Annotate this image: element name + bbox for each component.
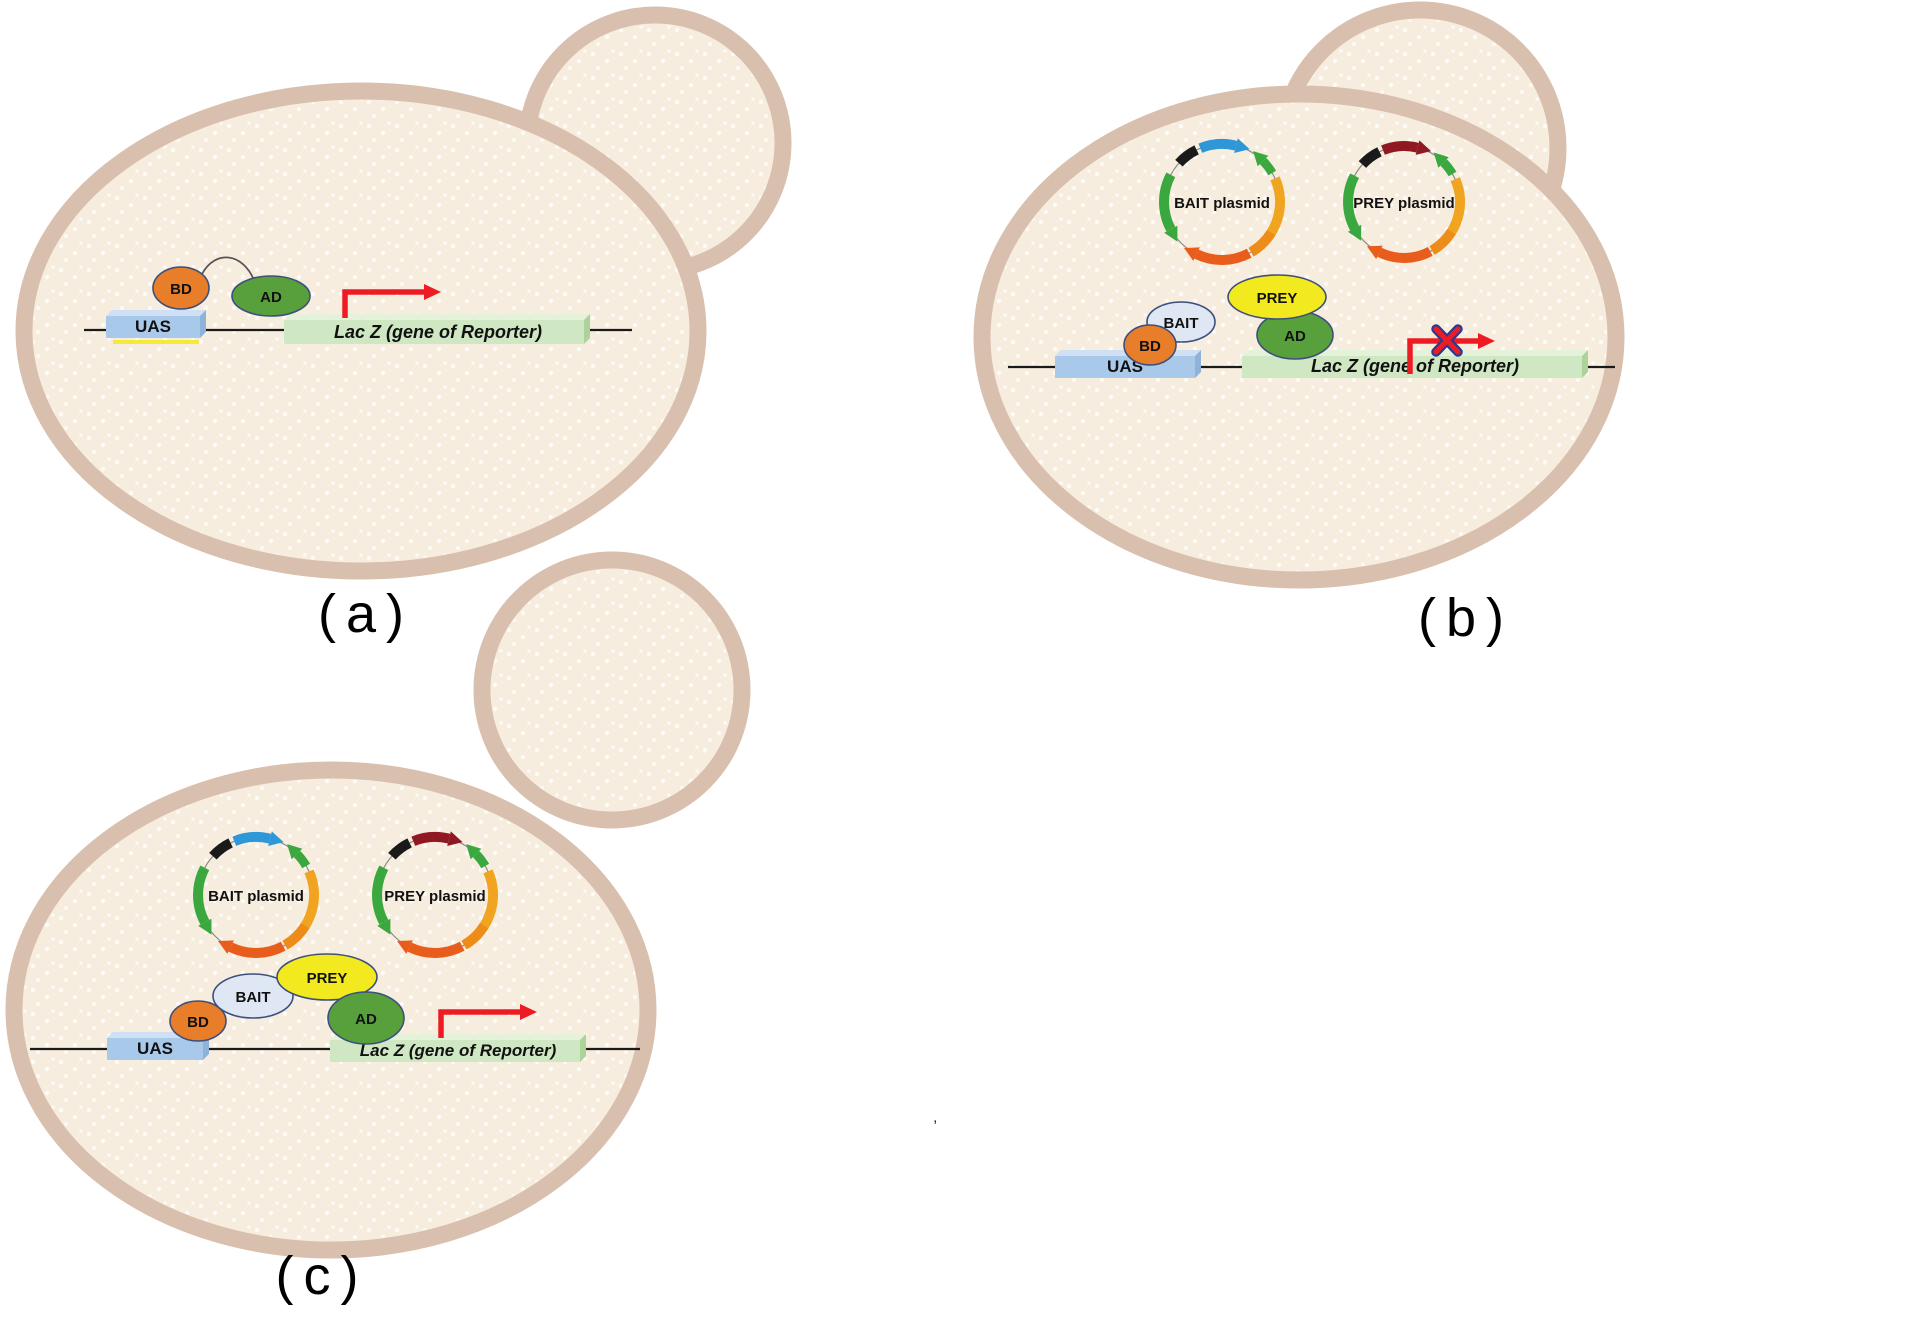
- uas-label: UAS: [137, 1039, 173, 1058]
- uas-underline: [113, 340, 199, 344]
- ad-domain: [327, 991, 405, 1045]
- bd-domain: [152, 266, 210, 310]
- prey-plasmid-label: PREY plasmid: [384, 888, 485, 905]
- uas-front-face: [106, 316, 200, 338]
- transcription-arrow: [438, 1004, 537, 1038]
- bait-plasmid: BAIT plasmid: [1159, 138, 1286, 265]
- transcription-arrow-blocked: [1407, 324, 1495, 374]
- lacz-side-face: [580, 1034, 586, 1062]
- ad-label: AD: [1284, 328, 1306, 345]
- lacz-top-face: [1242, 350, 1588, 356]
- bd-label: BD: [1139, 338, 1161, 355]
- lacz-label: Lac Z (gene of Reporter): [334, 322, 542, 342]
- lacz-side-face: [1582, 350, 1588, 378]
- x-mark: [1431, 324, 1463, 357]
- bait-plasmid: BAIT plasmid: [193, 831, 320, 958]
- lacz-box: Lac Z (gene of Reporter): [284, 314, 590, 344]
- prey-protein: [1227, 274, 1327, 320]
- bd-label: BD: [170, 281, 192, 298]
- transcription-arrow: [342, 284, 441, 318]
- lacz-side-face: [584, 314, 590, 344]
- panel-c: BAIT plasmid PREY plasmid UAS Lac Z (gen…: [5, 551, 751, 1306]
- prey-label: PREY: [1257, 290, 1298, 307]
- panel-b: BAIT plasmid PREY plasmid UAS Lac Z (gen…: [973, 1, 1625, 648]
- bd-label: BD: [187, 1014, 209, 1031]
- prey-plasmid: PREY plasmid: [372, 831, 499, 958]
- panel-c-letter: (c): [276, 1246, 369, 1306]
- panel-a-letter: (a): [318, 584, 414, 644]
- prey-label: PREY: [307, 970, 348, 987]
- uas-label: UAS: [135, 317, 171, 336]
- uas-side-face: [1195, 350, 1201, 378]
- lacz-front-face: [284, 320, 584, 344]
- uas-front-face: [107, 1038, 203, 1060]
- uas-label: UAS: [1107, 357, 1143, 376]
- bait-label: BAIT: [1164, 315, 1199, 332]
- uas-box: UAS: [106, 310, 206, 344]
- lacz-label: Lac Z (gene of Reporter): [360, 1041, 557, 1060]
- ad-domain: [231, 275, 311, 317]
- lacz-top-face: [284, 314, 590, 320]
- uas-top-face: [106, 310, 206, 316]
- stray-mark: ,: [933, 1109, 937, 1126]
- panel-a: UAS Lac Z (gene of Reporter) BD AD (a): [15, 6, 792, 644]
- ad-label: AD: [260, 289, 282, 306]
- cell-bud-dots: [491, 569, 733, 811]
- prey-protein: [276, 953, 378, 1001]
- arrowhead: [520, 1004, 537, 1020]
- bait-protein: [212, 973, 294, 1019]
- arrowhead: [1478, 333, 1495, 349]
- prey-plasmid-label: PREY plasmid: [1353, 195, 1454, 212]
- lacz-front-face: [330, 1040, 580, 1062]
- panel-b-letter: (b): [1418, 588, 1514, 648]
- bait-label: BAIT: [236, 989, 271, 1006]
- arrowhead: [424, 284, 441, 300]
- ad-label: AD: [355, 1011, 377, 1028]
- bd-domain: [1123, 324, 1177, 366]
- bait-plasmid-label: BAIT plasmid: [1174, 195, 1270, 212]
- lacz-box: Lac Z (gene of Reporter): [330, 1034, 586, 1062]
- lacz-label: Lac Z (gene of Reporter): [1311, 356, 1519, 376]
- bait-plasmid-label: BAIT plasmid: [208, 888, 304, 905]
- prey-plasmid: PREY plasmid: [1343, 140, 1466, 263]
- bd-domain: [169, 1000, 227, 1042]
- bd-ad-connector: [201, 256, 255, 281]
- uas-side-face: [200, 310, 206, 338]
